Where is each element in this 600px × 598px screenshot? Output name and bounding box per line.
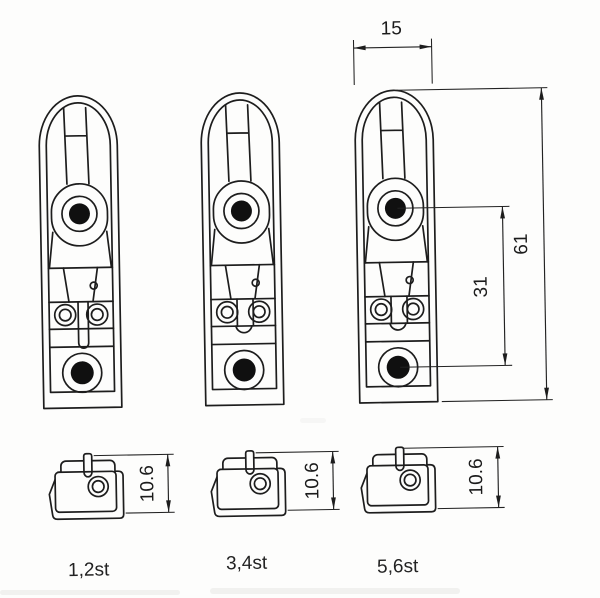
dim-label-bracket-1: 10.6 — [137, 465, 159, 502]
dimension-line — [500, 206, 508, 366]
extension-lines — [352, 38, 433, 86]
dimension-line — [353, 44, 432, 51]
dim-bracket-3-height: 10.6 — [403, 445, 505, 510]
dimension-line — [539, 87, 549, 400]
bracket-view-3 — [359, 445, 437, 514]
front-view-2 — [200, 92, 283, 405]
dim-bracket-2-height: 10.6 — [255, 450, 340, 511]
dim-label-width: 15 — [381, 18, 403, 39]
drawing-content: 15 61 31 10.6 10.6 — [37, 18, 553, 581]
dimension-line — [495, 446, 501, 508]
dim-label-total-height: 61 — [511, 233, 532, 255]
dimension-line — [330, 451, 336, 510]
dim-label-bracket-3: 10.6 — [466, 458, 488, 495]
dim-total-height: 61 — [396, 87, 553, 403]
extension-lines — [396, 87, 553, 403]
variant-label-2: 3,4st — [226, 553, 268, 575]
extension-lines — [255, 450, 340, 511]
extension-lines — [93, 453, 175, 514]
bracket-view-1 — [47, 452, 125, 521]
variant-label-3: 5,6st — [377, 556, 419, 578]
dim-label-hole-spacing: 31 — [471, 276, 492, 298]
front-view-3 — [354, 90, 437, 403]
dim-top-width: 15 — [352, 18, 433, 86]
front-view-1 — [38, 95, 121, 408]
variant-label-1: 1,2st — [68, 559, 110, 581]
bracket-view-2 — [209, 449, 287, 518]
dimension-line — [165, 454, 171, 513]
variant-labels: 1,2st 3,4st 5,6st — [68, 553, 419, 581]
dim-hole-spacing: 31 — [397, 205, 513, 368]
dim-label-bracket-2: 10.6 — [302, 462, 324, 499]
extension-lines — [397, 205, 513, 368]
extension-lines — [403, 445, 505, 510]
bracket-views — [47, 445, 437, 521]
front-views — [38, 90, 437, 409]
dim-bracket-1-height: 10.6 — [93, 453, 175, 514]
scan-artifacts — [0, 418, 460, 595]
